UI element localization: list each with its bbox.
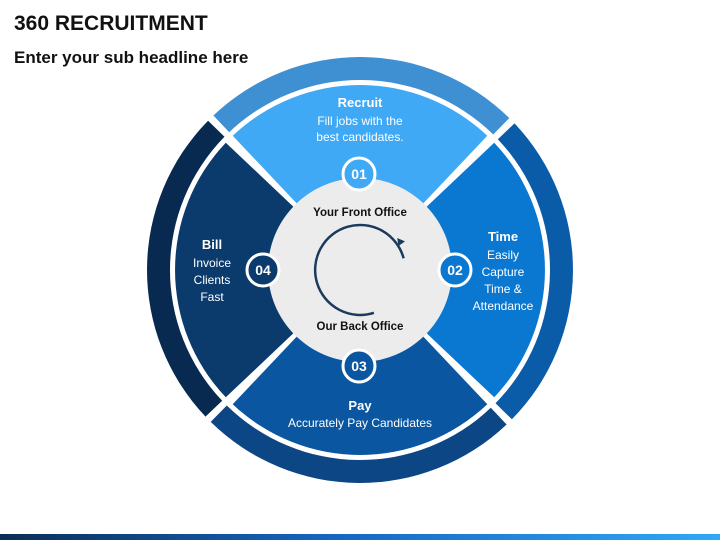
badge-03-circle bbox=[341, 348, 377, 384]
badge-03: 03 bbox=[341, 348, 377, 384]
segment-time-line-1: Easily bbox=[487, 248, 519, 262]
outer-ring-segment-recruit bbox=[213, 57, 510, 135]
badge-04-circle bbox=[245, 252, 281, 288]
segment-pay-heading: Pay bbox=[348, 398, 372, 413]
badge-01: 01 bbox=[341, 156, 377, 192]
center-circle bbox=[268, 178, 452, 362]
badge-01-number: 01 bbox=[351, 166, 367, 182]
segment-time-heading: Time bbox=[488, 229, 518, 244]
badge-02: 02 bbox=[437, 252, 473, 288]
segment-recruit-line-1: Fill jobs with the bbox=[317, 114, 403, 128]
cycle-arrowhead-icon bbox=[397, 238, 405, 246]
segment-time bbox=[425, 142, 545, 398]
outer-ring-segment-bill bbox=[147, 120, 225, 417]
segment-bill-line-1: Invoice bbox=[193, 256, 231, 270]
segment-time-line-4: Attendance bbox=[473, 299, 534, 313]
segment-pay-line-1: Accurately Pay Candidates bbox=[288, 416, 432, 430]
front-office-label: Your Front Office bbox=[313, 207, 407, 219]
segment-bill bbox=[175, 142, 295, 398]
segment-time-line-2: Capture bbox=[482, 265, 525, 279]
outer-ring-segment-time bbox=[495, 123, 573, 420]
footer-gradient-bar bbox=[0, 534, 720, 540]
badge-04-number: 04 bbox=[255, 262, 271, 278]
segment-bill-line-3: Fast bbox=[200, 290, 224, 304]
page-title: 360 RECRUITMENT bbox=[14, 12, 208, 35]
segment-recruit-line-2: best candidates. bbox=[316, 130, 403, 144]
back-office-label: Our Back Office bbox=[317, 321, 404, 333]
outer-ring-segment-pay bbox=[210, 405, 507, 483]
badge-02-number: 02 bbox=[447, 262, 463, 278]
badge-03-number: 03 bbox=[351, 358, 367, 374]
page-subtitle: Enter your sub headline here bbox=[14, 48, 249, 67]
badge-04: 04 bbox=[245, 252, 281, 288]
segment-bill-line-2: Clients bbox=[194, 273, 231, 287]
segment-pay bbox=[232, 335, 488, 455]
segment-bill-heading: Bill bbox=[202, 237, 222, 252]
segment-recruit bbox=[232, 85, 488, 205]
badge-02-circle bbox=[437, 252, 473, 288]
badge-01-circle bbox=[341, 156, 377, 192]
cycle-arrow-icon bbox=[313, 223, 405, 317]
segment-time-line-3: Time & bbox=[484, 282, 522, 296]
segment-recruit-heading: Recruit bbox=[338, 95, 383, 110]
